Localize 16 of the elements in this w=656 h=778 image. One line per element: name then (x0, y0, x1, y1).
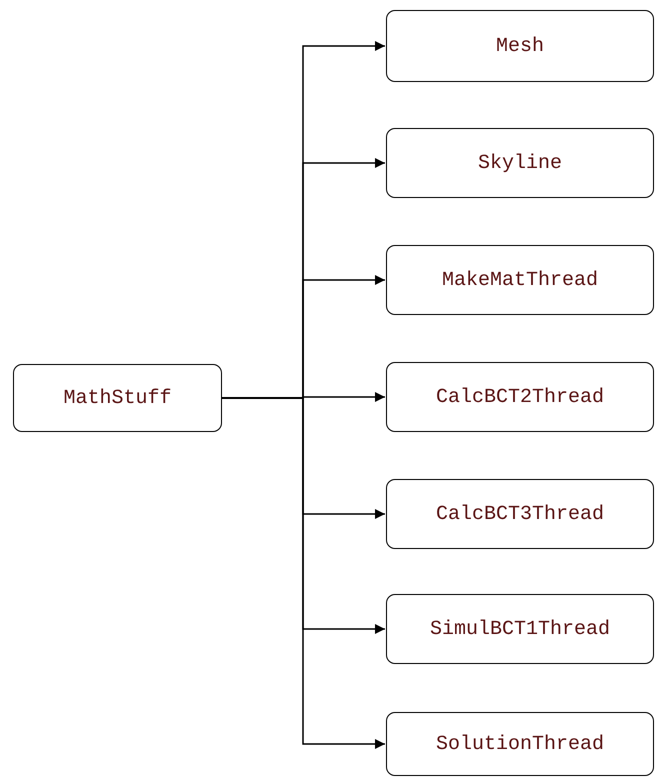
node-label: CalcBCT2Thread (436, 386, 604, 408)
process-box (386, 594, 654, 664)
process-box (386, 362, 654, 432)
process-box (386, 245, 654, 315)
process-box (13, 364, 222, 432)
process-box (386, 712, 654, 776)
node-label: MakeMatThread (442, 268, 598, 292)
process-box (386, 10, 654, 82)
node-label: MathStuff (63, 386, 172, 410)
node-label: SolutionThread (436, 732, 604, 756)
node-label: Mesh (496, 34, 544, 58)
node-label: Skyline (478, 152, 562, 174)
process-box (386, 479, 654, 549)
node-label: CalcBCT3Thread (436, 502, 604, 526)
node-label: SimulBCT1Thread (430, 618, 610, 640)
process-box (386, 128, 654, 198)
